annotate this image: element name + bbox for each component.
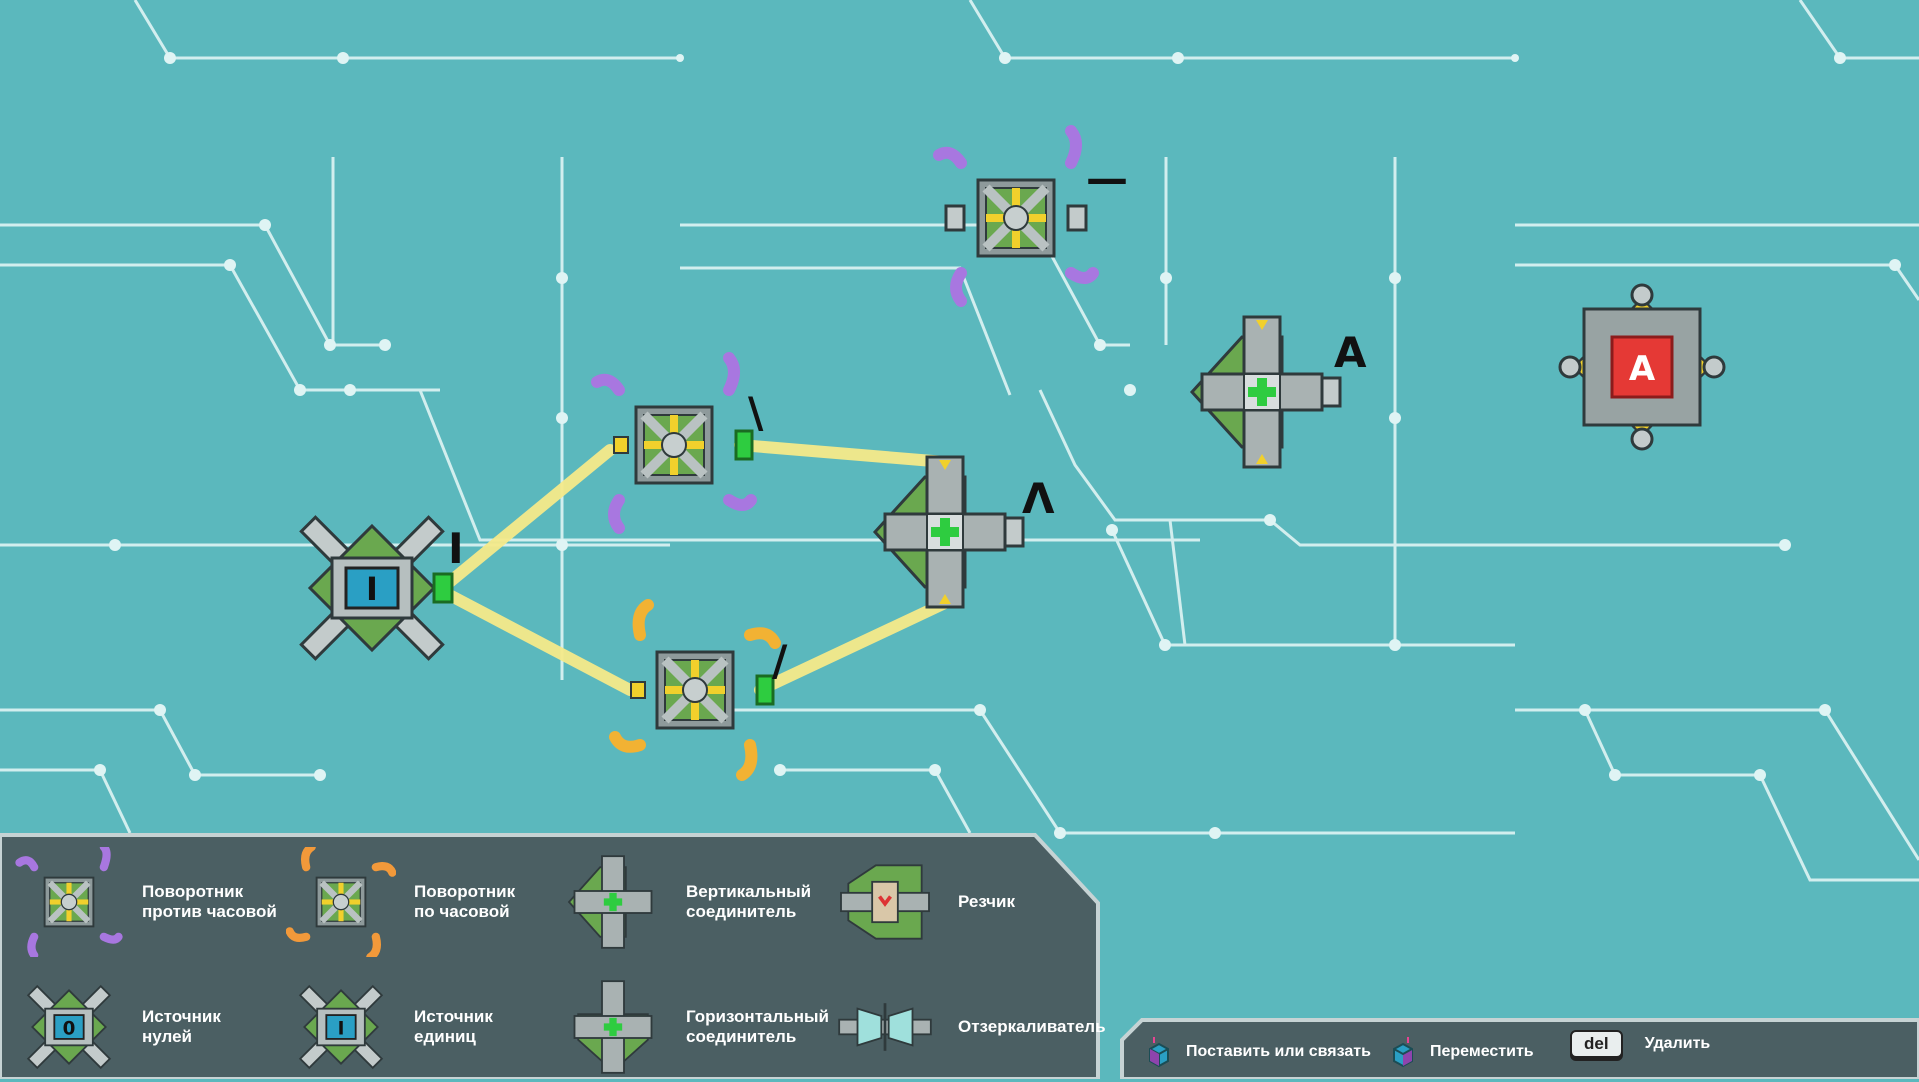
- one-source-icon: I: [298, 984, 384, 1070]
- palette-label-line: единиц: [414, 1027, 476, 1046]
- ccw-rotator-icon: [15, 847, 123, 957]
- control-move-label: Переместить: [1430, 1043, 1534, 1060]
- vertical-joiner-upper-shape-label: A: [1334, 328, 1367, 377]
- palette-label-line: соединитель: [686, 902, 797, 921]
- delete-key: del: [1570, 1030, 1623, 1058]
- signal-beams: [434, 439, 951, 696]
- palette-label-line: Отзеркаливатель: [958, 1017, 1106, 1036]
- control-delete-label: Удалить: [1644, 1035, 1711, 1052]
- control-move: Переместить: [1388, 1035, 1534, 1069]
- palette-label-line: нулей: [142, 1027, 192, 1046]
- palette-label-line: против часовой: [142, 902, 277, 921]
- palette-label-line: Поворотник: [142, 882, 244, 901]
- palette-label-line: Поворотник: [414, 882, 516, 901]
- mirror-icon: [838, 1003, 932, 1051]
- palette-label-line: Источник: [142, 1007, 221, 1026]
- palette-label-line: по часовой: [414, 902, 510, 921]
- zero-source-icon: 0: [26, 984, 112, 1070]
- palette-panel-bg: [0, 833, 1100, 1079]
- one-source-value: I: [366, 570, 378, 608]
- palette-label-line: Источник: [414, 1007, 493, 1026]
- vertical-joiner-block-upper[interactable]: [1189, 315, 1342, 469]
- control-place: Поставить или связать: [1144, 1035, 1371, 1069]
- ccw-rotator-block-lower[interactable]: [591, 352, 757, 534]
- cutter-icon: [840, 864, 930, 940]
- zero-source-icon-value: 0: [63, 1018, 76, 1039]
- palette-label-line: Вертикальный: [686, 882, 812, 901]
- ccw-rotator-upper-shape-label: —: [1086, 154, 1128, 203]
- palette-item-mirror[interactable]: Отзеркаливатель: [830, 972, 1118, 1082]
- one-source-icon-value: I: [338, 1018, 345, 1039]
- cw-rotator-block[interactable]: [609, 599, 781, 781]
- one-source-block[interactable]: [299, 515, 454, 661]
- circuit-nodes: [94, 52, 1901, 839]
- palette-label-line: Горизонтальный: [686, 1007, 829, 1026]
- control-place-label: Поставить или связать: [1186, 1043, 1371, 1060]
- ccw-rotator-lower-shape-label: \: [748, 388, 764, 437]
- palette-item-cutter[interactable]: Резчик: [830, 847, 1118, 957]
- left-mouse-icon: [1149, 1037, 1169, 1068]
- palette-label-line: Резчик: [958, 892, 1016, 911]
- right-mouse-icon: [1393, 1037, 1413, 1068]
- palette-label-line: соединитель: [686, 1027, 797, 1046]
- vertical-joiner-lower-shape-label: Λ: [1022, 474, 1055, 523]
- cw-rotator-shape-label: /: [772, 636, 788, 685]
- control-delete: del Удалить: [1570, 1030, 1710, 1058]
- target-value: A: [1629, 349, 1656, 389]
- target-block[interactable]: [1558, 283, 1726, 451]
- vertical-joiner-block-lower[interactable]: [872, 455, 1025, 609]
- vertical-joiner-icon: [567, 855, 653, 949]
- ccw-rotator-block-upper[interactable]: [933, 125, 1099, 307]
- source-shape-label: I: [448, 524, 464, 573]
- horizontal-joiner-icon: [573, 980, 653, 1074]
- controls-bar: Поставить или связать Переместить del Уд…: [1120, 1018, 1919, 1079]
- controls-panel-bg: [1120, 1018, 1919, 1079]
- cw-rotator-icon: [286, 847, 396, 957]
